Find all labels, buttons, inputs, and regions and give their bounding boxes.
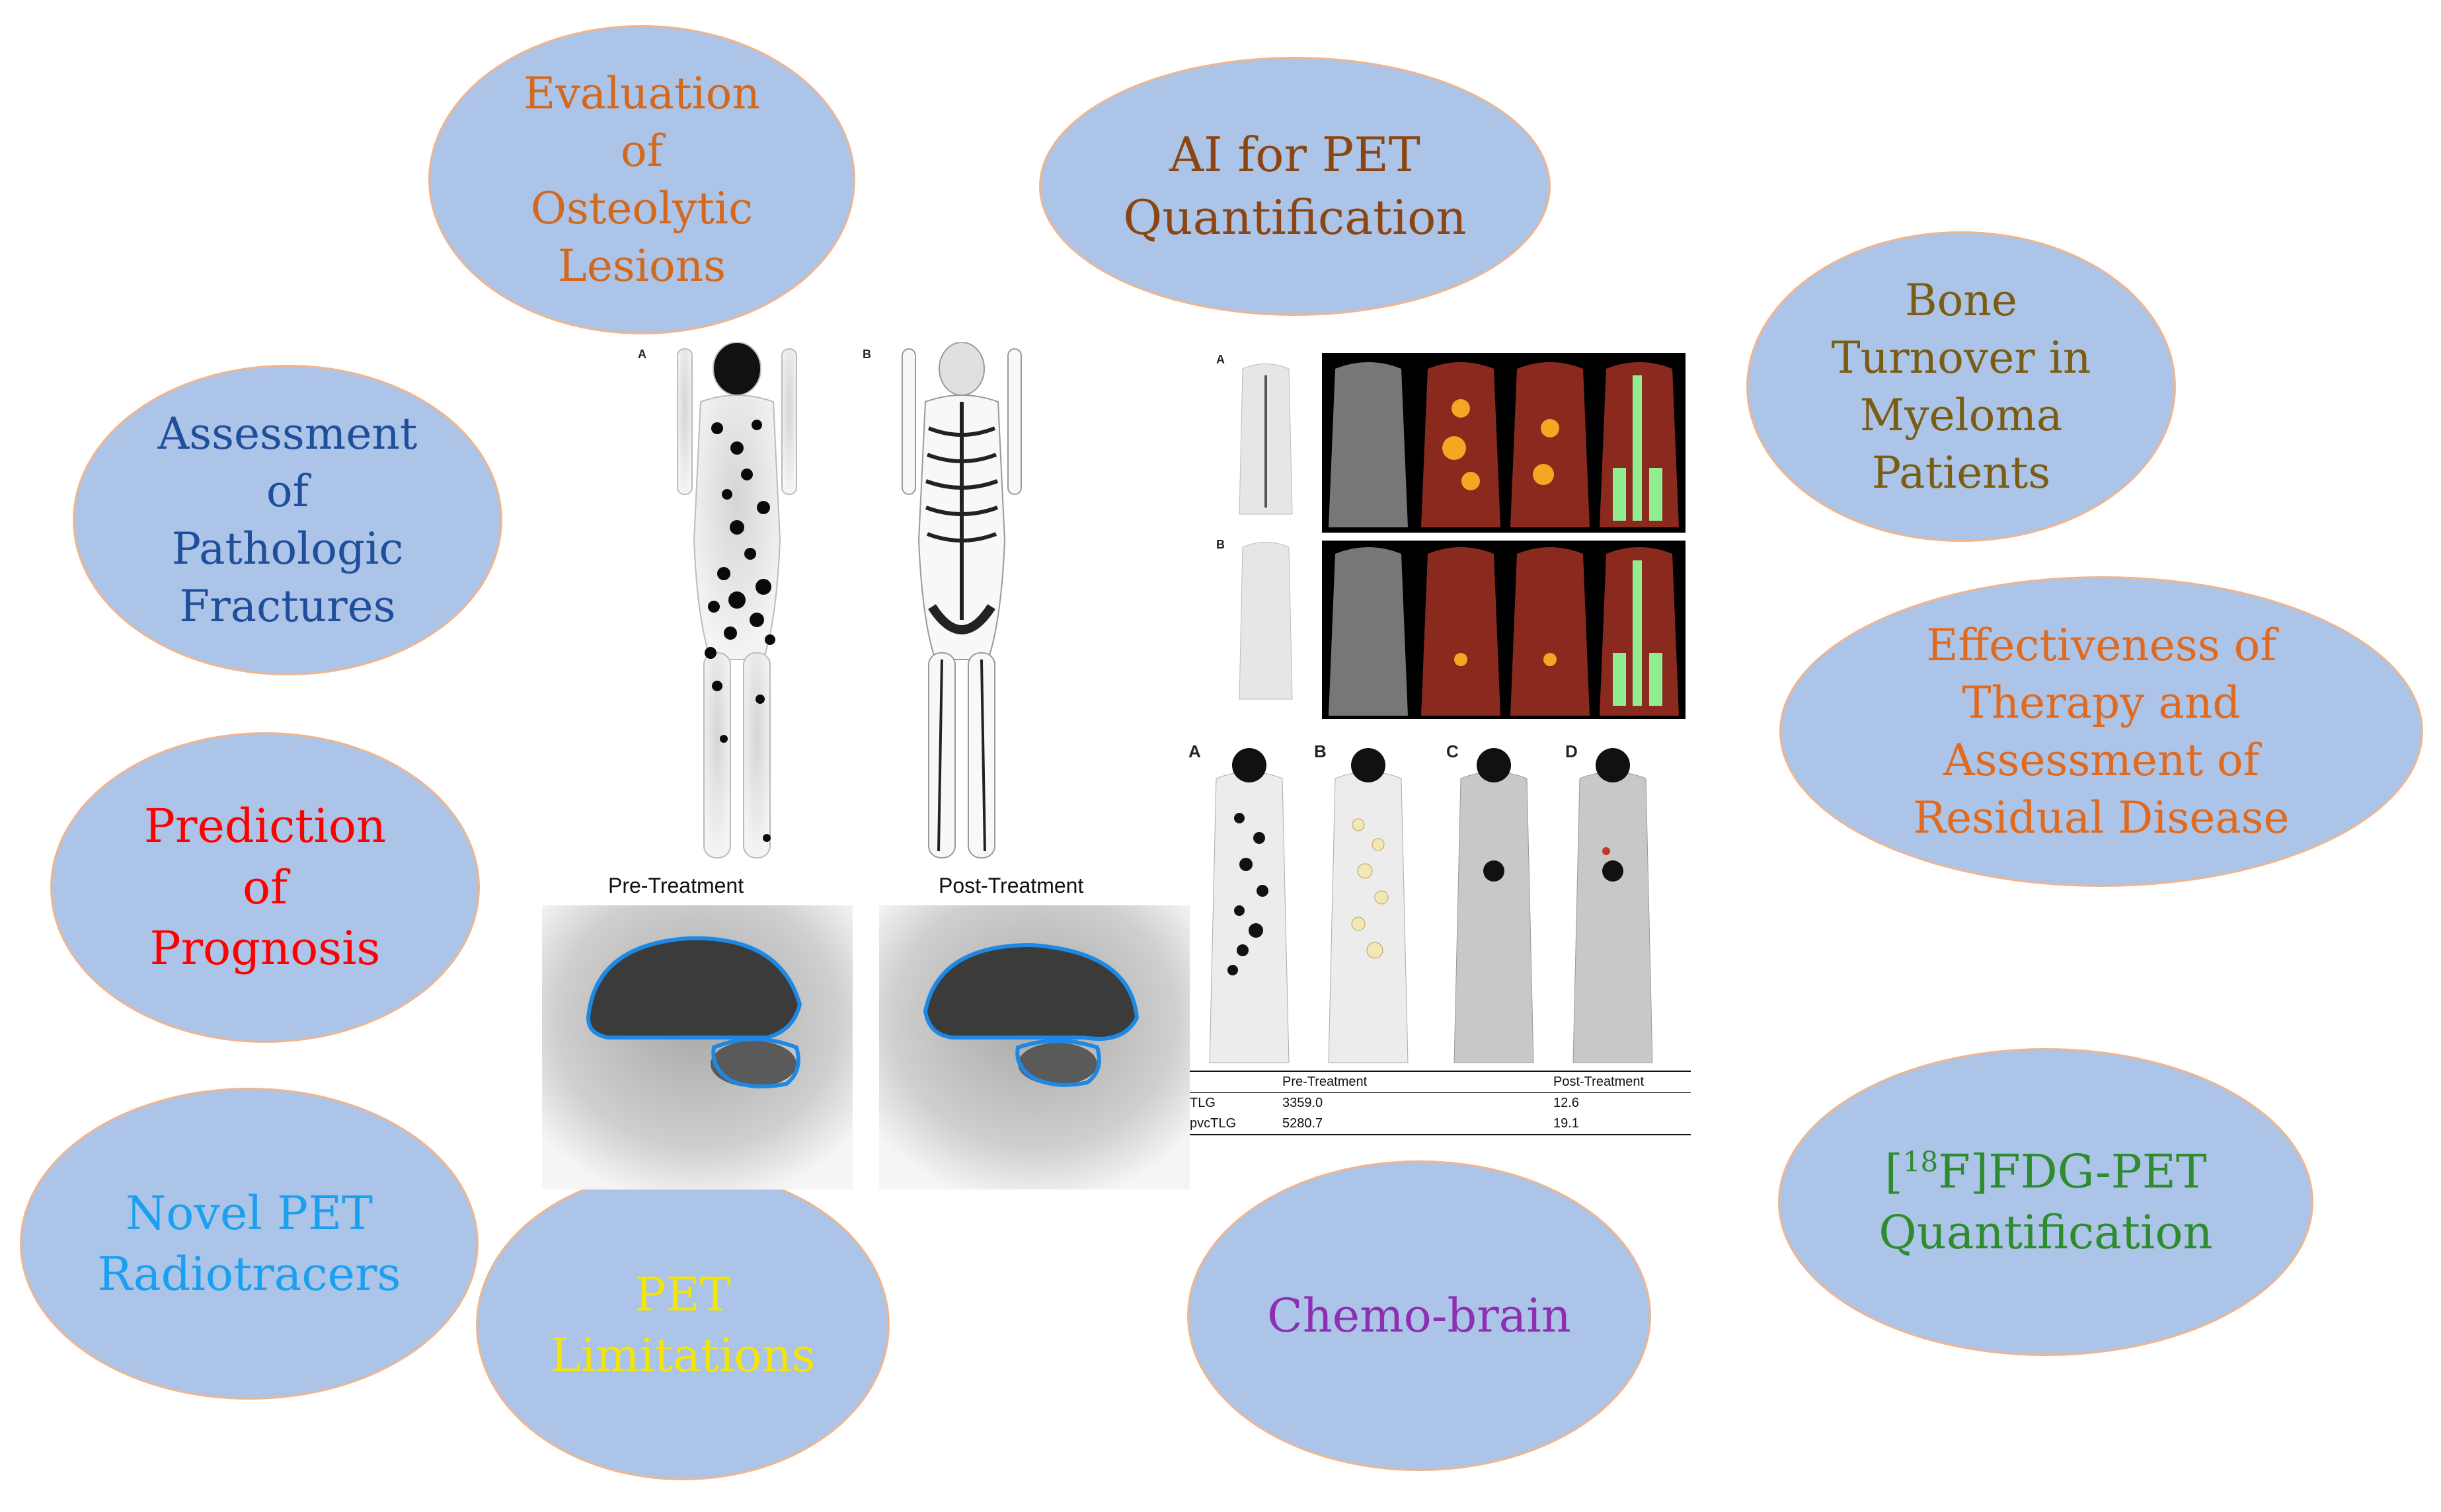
panel-letter: B [1216,538,1225,551]
bubble-novel-pet-radiotracers: Novel PET Radiotracers [20,1088,479,1400]
bubble-text: PET [635,1267,731,1322]
bubble-text: Patients [1871,447,2051,499]
bubble-text: of [242,860,288,915]
panel-letter: A [1216,353,1225,366]
bubble-therapy-residual-disease: Effectiveness of Therapy and Assessment … [1779,576,2423,887]
panel-letter: B [1314,741,1327,761]
bubble-text: of [266,465,309,517]
post-treatment-label: Post-Treatment [939,874,1084,897]
bubble-text: Assessment of [1943,735,2260,786]
bubble-text: Prognosis [149,921,381,976]
ct-fusion-image [1239,353,1685,719]
table-cell: 19.1 [1553,1116,1579,1131]
panel-letter: A [638,348,646,361]
table-cell: 12.6 [1553,1096,1579,1110]
bubble-osteolytic-lesions: Evaluation of Osteolytic Lesions [428,25,855,334]
bubble-text: Prediction [143,799,387,854]
bubble-text: Quantification [1879,1205,2213,1260]
bubble-text: Quantification [1123,190,1467,245]
bubble-text: Turnover in [1831,332,2091,383]
bubble-text: Fractures [179,581,396,632]
table-cell: TLG [1190,1096,1216,1110]
pet-abcd-panel: A B C D [1183,739,1692,1069]
bubble-text: AI for PET [1169,126,1420,182]
table-row: TLG 3359.0 12.6 [1183,1093,1691,1114]
bubble-ai-pet-quantification: AI for PET Quantification [1039,57,1551,316]
table-header-cell: Pre-Treatment [1282,1075,1368,1089]
panel-letter: B [863,348,871,361]
pre-treatment-label: Pre-Treatment [608,874,744,897]
mip-bodies-image [677,342,1022,858]
table-row: Pre-Treatment Post-Treatment [1183,1071,1691,1093]
table-row: pvcTLG 5280.7 19.1 [1183,1114,1691,1135]
table-cell: 3359.0 [1282,1096,1323,1110]
bubble-text: Residual Disease [1913,792,2290,844]
pet-abcd-image [1209,748,1653,1063]
bubble-text: Therapy and [1962,677,2241,728]
bubble-text: Radiotracers [97,1247,401,1301]
bubble-text: Lesions [558,241,726,292]
bubble-text: Chemo-brain [1267,1288,1571,1343]
mip-panel: A B [631,342,1041,864]
ct-fusion-panel: A B [1216,349,1685,719]
bubble-pathologic-fractures: Assessment of Pathologic Fractures [73,365,502,675]
bubble-text: Limitations [550,1328,816,1382]
table-cell: 5280.7 [1282,1116,1323,1131]
bubble-bone-turnover: Bone Turnover in Myeloma Patients [1746,231,2176,542]
panel-letter: D [1565,741,1578,761]
bubble-fdg-pet-quantification: [18F]FDG-PET Quantification [1778,1048,2313,1356]
bubble-text: Assessment [157,408,418,459]
brain-panel: Pre-Treatment Post-Treatment [542,866,1190,1190]
bubble-text: Novel PET [126,1186,373,1240]
bubble-line-fdg: [18F]FDG-PET [1884,1144,2207,1199]
table-header-cell [1183,1071,1276,1093]
table-cell: pvcTLG [1190,1116,1237,1131]
brain-scans-image [542,905,1190,1190]
panel-letter: C [1446,741,1459,761]
bubble-text: Myeloma [1859,390,2063,441]
tlg-table: Pre-Treatment Post-Treatment TLG 3359.0 … [1183,1071,1691,1135]
table-header-cell: Post-Treatment [1553,1075,1645,1089]
bubble-text: of [620,125,664,176]
bubble-text: Pathologic [171,523,404,574]
bubble-text: Evaluation [523,67,760,119]
bubble-text: Osteolytic [530,183,754,234]
bubble-chemo-brain: Chemo-brain [1187,1160,1651,1471]
bubble-prediction-of-prognosis: Prediction of Prognosis [50,732,480,1043]
bubble-text: Bone [1905,274,2017,326]
bubble-text: Effectiveness of [1926,619,2276,671]
bubble-pet-limitations: PET Limitations [476,1170,890,1480]
panel-letter: A [1188,741,1201,761]
